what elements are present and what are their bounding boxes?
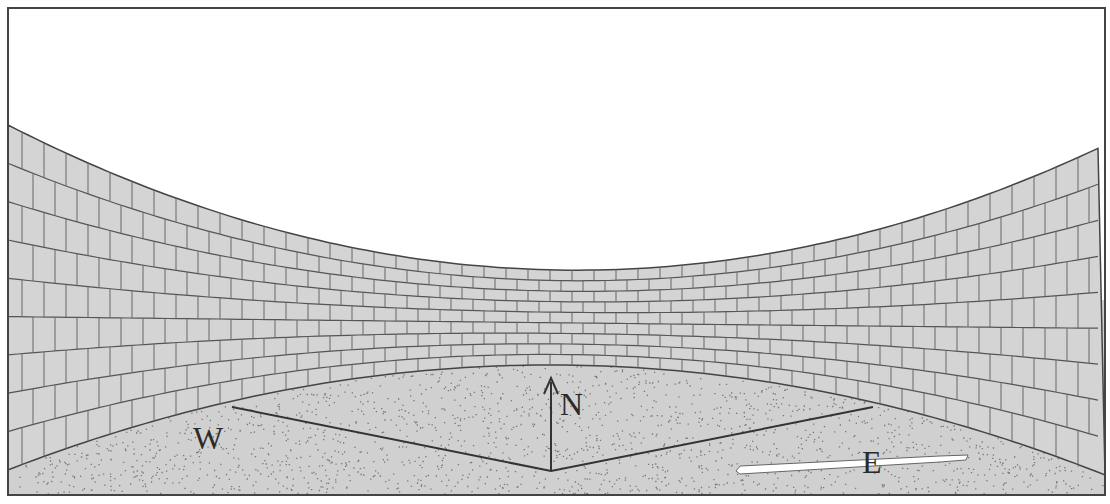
compass-label: W <box>193 422 223 454</box>
brick-joints <box>22 132 1089 464</box>
compass-label: E <box>862 446 882 478</box>
north-arrow <box>550 382 552 471</box>
frame <box>8 8 1105 495</box>
arrow-head <box>544 378 558 394</box>
stone-wall <box>8 125 1105 475</box>
direction-lines <box>232 378 968 474</box>
wall-face <box>8 125 1105 475</box>
stick <box>736 455 968 474</box>
bearing-line <box>232 407 873 471</box>
compass-label: N <box>560 388 583 420</box>
